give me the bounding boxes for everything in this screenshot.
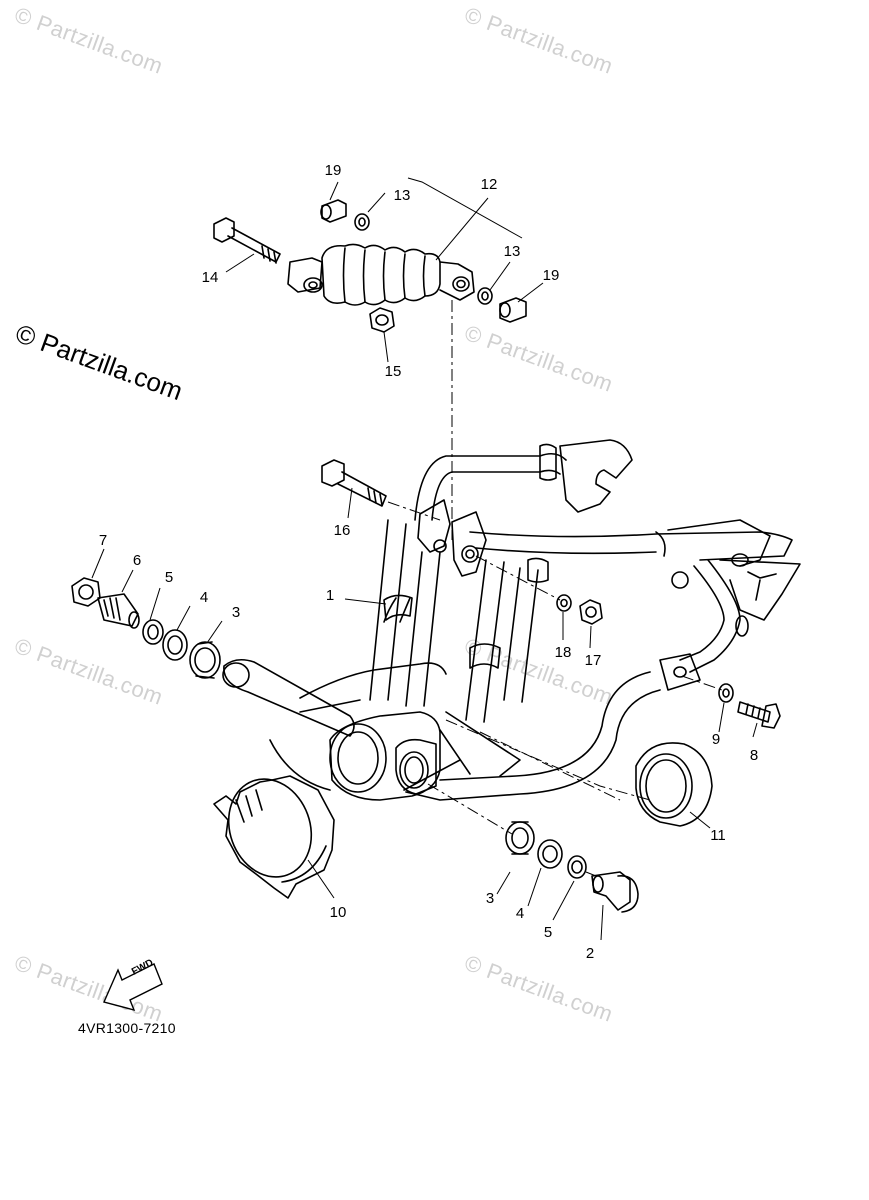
end-cap xyxy=(635,742,713,827)
nut xyxy=(579,599,603,625)
callout-4: 4 xyxy=(515,905,525,922)
callout-9: 9 xyxy=(711,731,721,748)
collar-ring xyxy=(567,855,587,879)
callout-13: 13 xyxy=(503,243,521,260)
callout-7: 7 xyxy=(98,532,108,549)
callout-10: 10 xyxy=(329,904,347,921)
bracket-bolt xyxy=(321,459,387,507)
callout-3: 3 xyxy=(485,890,495,907)
callout-19: 19 xyxy=(542,267,560,284)
shock-mount-bolt xyxy=(213,217,281,264)
callout-15: 15 xyxy=(384,363,402,380)
callout-19: 19 xyxy=(324,162,342,179)
rear-shock-absorber xyxy=(287,243,475,306)
diagram-code: 4VR1300-7210 xyxy=(78,1020,176,1036)
callout-14: 14 xyxy=(201,269,219,286)
callout-3: 3 xyxy=(231,604,241,621)
pivot-nut xyxy=(71,577,101,607)
callout-11: 11 xyxy=(710,827,726,844)
bearing xyxy=(505,821,535,855)
collar xyxy=(320,199,347,223)
collar-ring xyxy=(142,619,164,645)
callout-4: 4 xyxy=(199,589,209,606)
pivot-shaft xyxy=(97,593,140,629)
callout-8: 8 xyxy=(749,747,759,764)
flange-bolt xyxy=(737,701,781,729)
forward-arrow-icon xyxy=(103,963,163,1012)
callout-1: 1 xyxy=(325,587,335,604)
callout-5: 5 xyxy=(543,924,553,941)
oil-seal xyxy=(537,839,563,869)
callout-12: 12 xyxy=(480,176,498,193)
oil-seal xyxy=(162,629,188,661)
callout-18: 18 xyxy=(554,644,572,661)
washer xyxy=(718,683,734,703)
callout-16: 16 xyxy=(333,522,351,539)
dust-cover xyxy=(213,775,335,899)
shock-nut xyxy=(369,307,395,333)
callout-5: 5 xyxy=(164,569,174,586)
pivot-shaft-bolt xyxy=(591,871,639,913)
bearing xyxy=(189,641,221,679)
washer xyxy=(477,287,493,305)
callout-6: 6 xyxy=(132,552,142,569)
washer xyxy=(354,213,370,231)
swingarm xyxy=(222,439,801,801)
callout-13: 13 xyxy=(393,187,411,204)
callout-2: 2 xyxy=(585,945,595,962)
callout-17: 17 xyxy=(584,652,602,669)
washer xyxy=(556,594,572,612)
collar xyxy=(499,297,527,323)
